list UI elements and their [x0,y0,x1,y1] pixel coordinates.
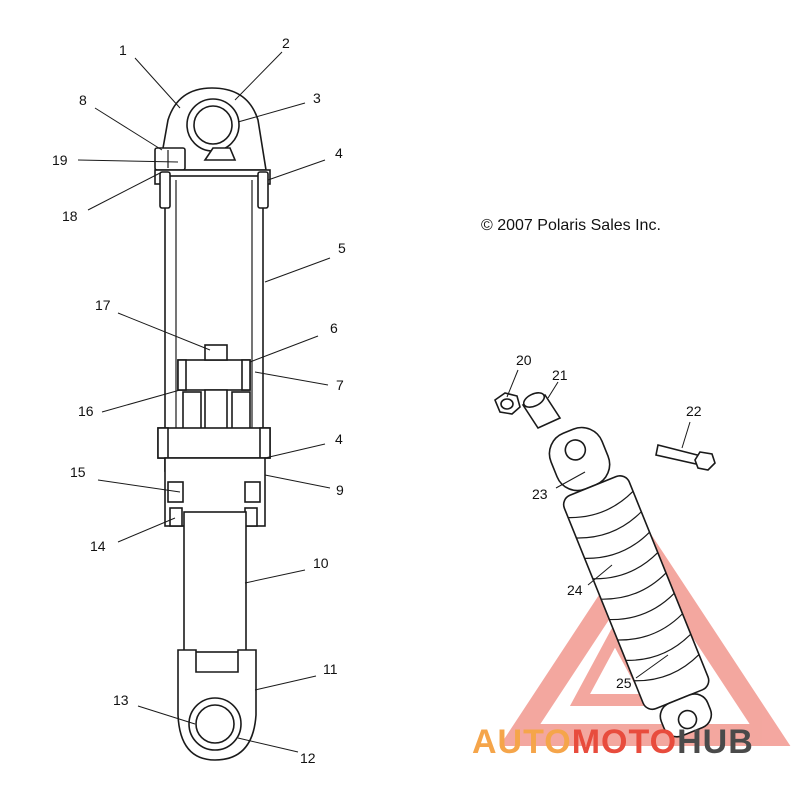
callout-22: 22 [686,403,702,419]
callout-1: 1 [119,42,127,58]
leader-lines [77,51,691,753]
lower-seal [157,427,271,459]
callout-19: 19 [52,152,68,168]
shock-body-left [154,87,271,761]
callout-10: 10 [313,555,329,571]
callout-20: 20 [516,352,532,368]
callout-15: 15 [70,464,86,480]
callout-8: 8 [79,92,87,108]
callout-17: 17 [95,297,111,313]
callout-21: 21 [552,367,568,383]
callout-16: 16 [78,403,94,419]
watermark-moto: MOTO [572,723,677,761]
callout-24: 24 [567,582,583,598]
callout-2: 2 [282,35,290,51]
callout-labels: 1 2 3 4 8 19 18 5 17 6 7 16 4 15 9 14 10… [52,35,702,766]
piston [177,359,251,391]
callout-25: 25 [616,675,632,691]
shock-assembled-right [494,392,716,738]
callout-7: 7 [336,377,344,393]
callout-3: 3 [313,90,321,106]
callout-13: 13 [113,692,129,708]
watermark-hub: HUB [677,723,754,761]
callout-5: 5 [338,240,346,256]
callout-12: 12 [300,750,316,766]
callout-4-bottom: 4 [335,431,343,447]
callout-11: 11 [323,661,338,677]
copyright-notice: © 2007 Polaris Sales Inc. [481,217,661,234]
callout-6: 6 [330,320,338,336]
callout-9: 9 [336,482,344,498]
callout-23: 23 [532,486,548,502]
callout-18: 18 [62,208,78,224]
callout-14: 14 [90,538,106,554]
reservoir-cap [154,147,186,171]
callout-4-top: 4 [335,145,343,161]
watermark-text: AUTOMOTOHUB [472,723,754,761]
shaft [183,511,247,653]
watermark-auto: AUTO [472,723,572,761]
